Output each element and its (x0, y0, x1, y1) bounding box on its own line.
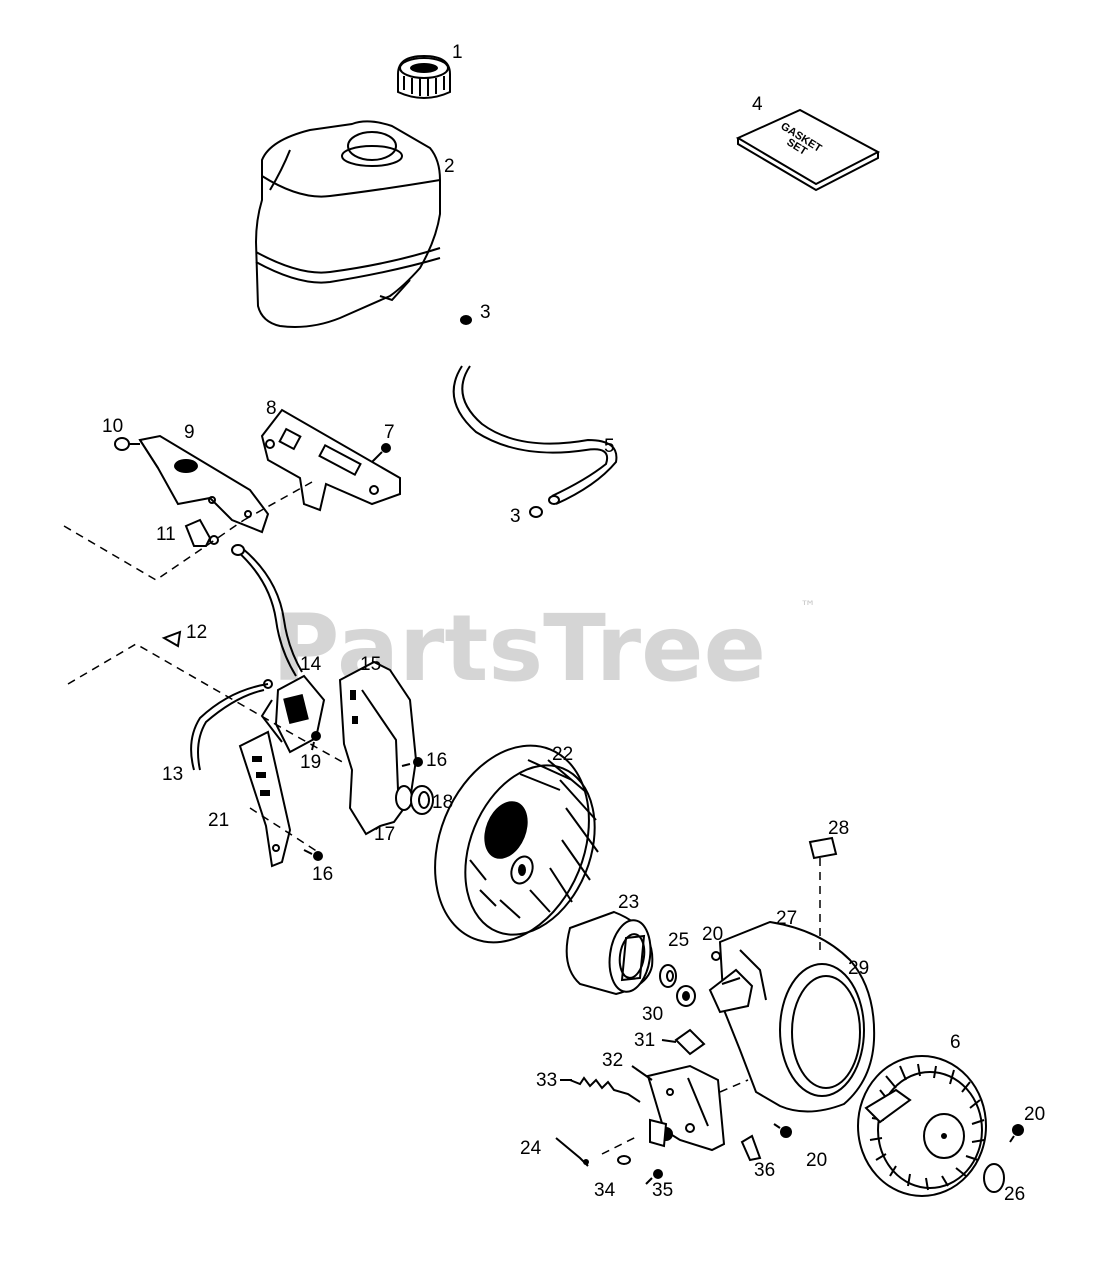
label-part-28: 28 (828, 818, 849, 839)
label-part-36: 36 (754, 1160, 775, 1181)
part-5-fuel-line[interactable] (452, 365, 618, 505)
part-17-spacer[interactable] (395, 785, 413, 811)
label-part-35: 35 (652, 1180, 673, 1201)
part-29-blower-housing[interactable] (708, 920, 876, 1113)
part-24-link-rod[interactable] (555, 1137, 589, 1167)
label-part-30: 30 (642, 1004, 663, 1025)
watermark-trademark: ™ (800, 597, 816, 616)
label-part-26: 26 (1004, 1184, 1025, 1205)
label-part-12: 12 (186, 622, 207, 643)
label-part-17: 17 (374, 824, 395, 845)
label-part-24: 24 (520, 1138, 542, 1159)
label-part-21: 21 (208, 810, 229, 831)
leader-lines (560, 1039, 677, 1081)
label-part-15: 15 (360, 654, 381, 675)
part-22-flywheel[interactable] (407, 722, 619, 965)
part-33-spring[interactable] (569, 1076, 641, 1103)
label-part-23: 23 (618, 892, 639, 913)
label-part-3b: 3 (510, 506, 521, 527)
label-part-32: 32 (602, 1050, 623, 1071)
label-part-31: 31 (634, 1030, 655, 1051)
label-part-25: 25 (668, 930, 689, 951)
part-13-ground-wire[interactable] (190, 679, 273, 771)
part-10-screw[interactable] (114, 437, 140, 451)
label-part-16a: 16 (426, 750, 447, 771)
label-part-33: 33 (536, 1070, 557, 1091)
part-36-clip[interactable] (740, 1134, 762, 1162)
part-4-gasket-set[interactable]: GASKET SET (735, 108, 881, 192)
label-part-22: 22 (552, 744, 573, 765)
label-part-20a: 20 (702, 924, 723, 945)
part-9-cover[interactable] (138, 434, 270, 534)
part-7-screw[interactable] (371, 443, 391, 463)
part-3-clamp-upper[interactable] (460, 315, 472, 325)
label-part-5: 5 (604, 436, 615, 457)
label-part-20c: 20 (1024, 1104, 1045, 1125)
label-part-11: 11 (156, 524, 176, 545)
label-part-3a: 3 (480, 302, 491, 323)
part-34-bushing[interactable] (617, 1155, 631, 1165)
part-8-bracket[interactable] (260, 408, 401, 512)
part-28-decal[interactable] (808, 836, 838, 860)
label-part-7: 7 (384, 422, 395, 443)
part-21-plate[interactable] (238, 730, 292, 868)
label-part-2: 2 (444, 156, 455, 177)
part-16-screw-upper[interactable] (401, 757, 423, 767)
part-12-clip[interactable] (161, 630, 182, 648)
label-part-18: 18 (432, 792, 453, 813)
part-18-spacer[interactable] (410, 785, 434, 815)
label-part-27: 27 (776, 908, 797, 929)
part-20-screw-middle[interactable] (773, 1123, 792, 1138)
label-part-13: 13 (162, 764, 183, 785)
label-part-6: 6 (950, 1032, 961, 1053)
part-16-screw-lower[interactable] (303, 849, 323, 861)
part-labels: 1 2 3 3 4 5 6 7 8 9 10 11 12 13 14 15 16… (102, 42, 1045, 1205)
part-6-recoil-starter[interactable] (857, 1055, 987, 1197)
label-part-10: 10 (102, 416, 123, 437)
label-part-34: 34 (594, 1180, 616, 1201)
part-35-screw[interactable] (645, 1169, 663, 1185)
part-1-fuel-cap[interactable] (397, 54, 451, 99)
label-part-20b: 20 (806, 1150, 827, 1171)
part-25-washer[interactable] (659, 964, 677, 988)
label-part-9: 9 (184, 422, 195, 443)
label-part-29: 29 (848, 958, 869, 979)
part-11-fitting[interactable] (184, 518, 219, 547)
label-part-14: 14 (300, 654, 322, 675)
part-23-starter-cup[interactable] (565, 910, 655, 996)
part-20-screw-right[interactable] (1009, 1124, 1024, 1143)
part-31-plate[interactable] (674, 1028, 706, 1056)
part-30-nut[interactable] (676, 985, 696, 1007)
label-part-1: 1 (452, 42, 463, 63)
part-3-clamp-lower[interactable] (529, 506, 543, 518)
part-20-screw-upper[interactable] (711, 951, 721, 961)
part-2-fuel-tank[interactable] (254, 120, 441, 328)
label-part-4: 4 (752, 94, 763, 115)
part-26-o-ring[interactable] (983, 1163, 1005, 1193)
part-32-control-bracket[interactable] (646, 1064, 726, 1152)
alignment-lines (63, 481, 821, 1155)
label-part-8: 8 (266, 398, 277, 419)
label-part-16b: 16 (312, 864, 333, 885)
label-part-19: 19 (300, 752, 321, 773)
